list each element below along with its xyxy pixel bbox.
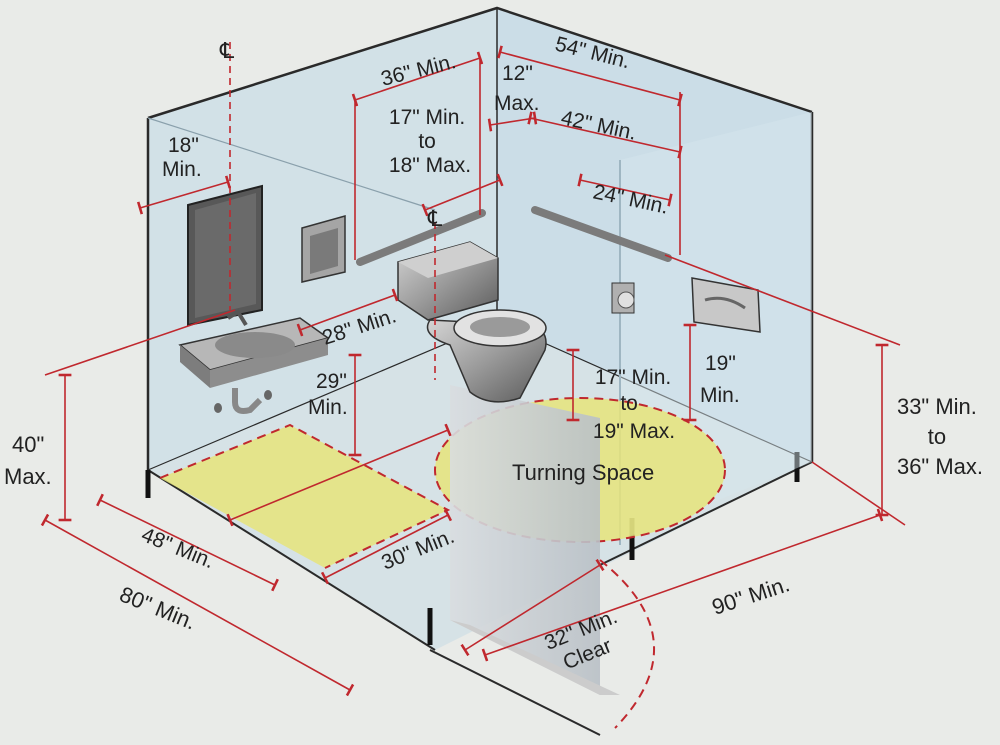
seat-height-label: 17" Min. to 19" Max. [593, 366, 677, 443]
knee-clearance-label: 29" Min. [308, 370, 353, 419]
dimension-lines [40, 42, 906, 697]
side-grab-bar [531, 206, 672, 262]
lavatory-sink [178, 309, 330, 414]
mirror-offset-label: 18" Min. [162, 134, 205, 181]
mirror-height-label: 40" Max. [4, 432, 52, 489]
seat-cover-dispenser [691, 277, 761, 333]
room-width-label: 80" Min. [116, 581, 200, 634]
grab-bar-height-label: 33" Min. to 36" Max. [897, 394, 983, 479]
centerline-symbol-grab-bar: ℄ [427, 206, 443, 231]
rear-grab-bar [356, 209, 486, 266]
room-depth-label: 90" Min. [709, 571, 793, 619]
door-swing-arc [599, 559, 656, 729]
toilet-paper-holder [611, 282, 635, 314]
centerline-symbol-top: ℄ [219, 38, 235, 63]
clear-floor-width-label: 48" Min. [138, 523, 217, 573]
towel-dispenser [301, 215, 346, 283]
water-closet [397, 241, 547, 403]
back-grab-position-label: 17" Min. to 18" Max. [389, 106, 471, 177]
toilet-paper-height-label: 19" Min. [700, 352, 742, 407]
turning-space-label: Turning Space [512, 460, 654, 485]
side-grab-offset-label: 12" Max. [494, 62, 540, 115]
